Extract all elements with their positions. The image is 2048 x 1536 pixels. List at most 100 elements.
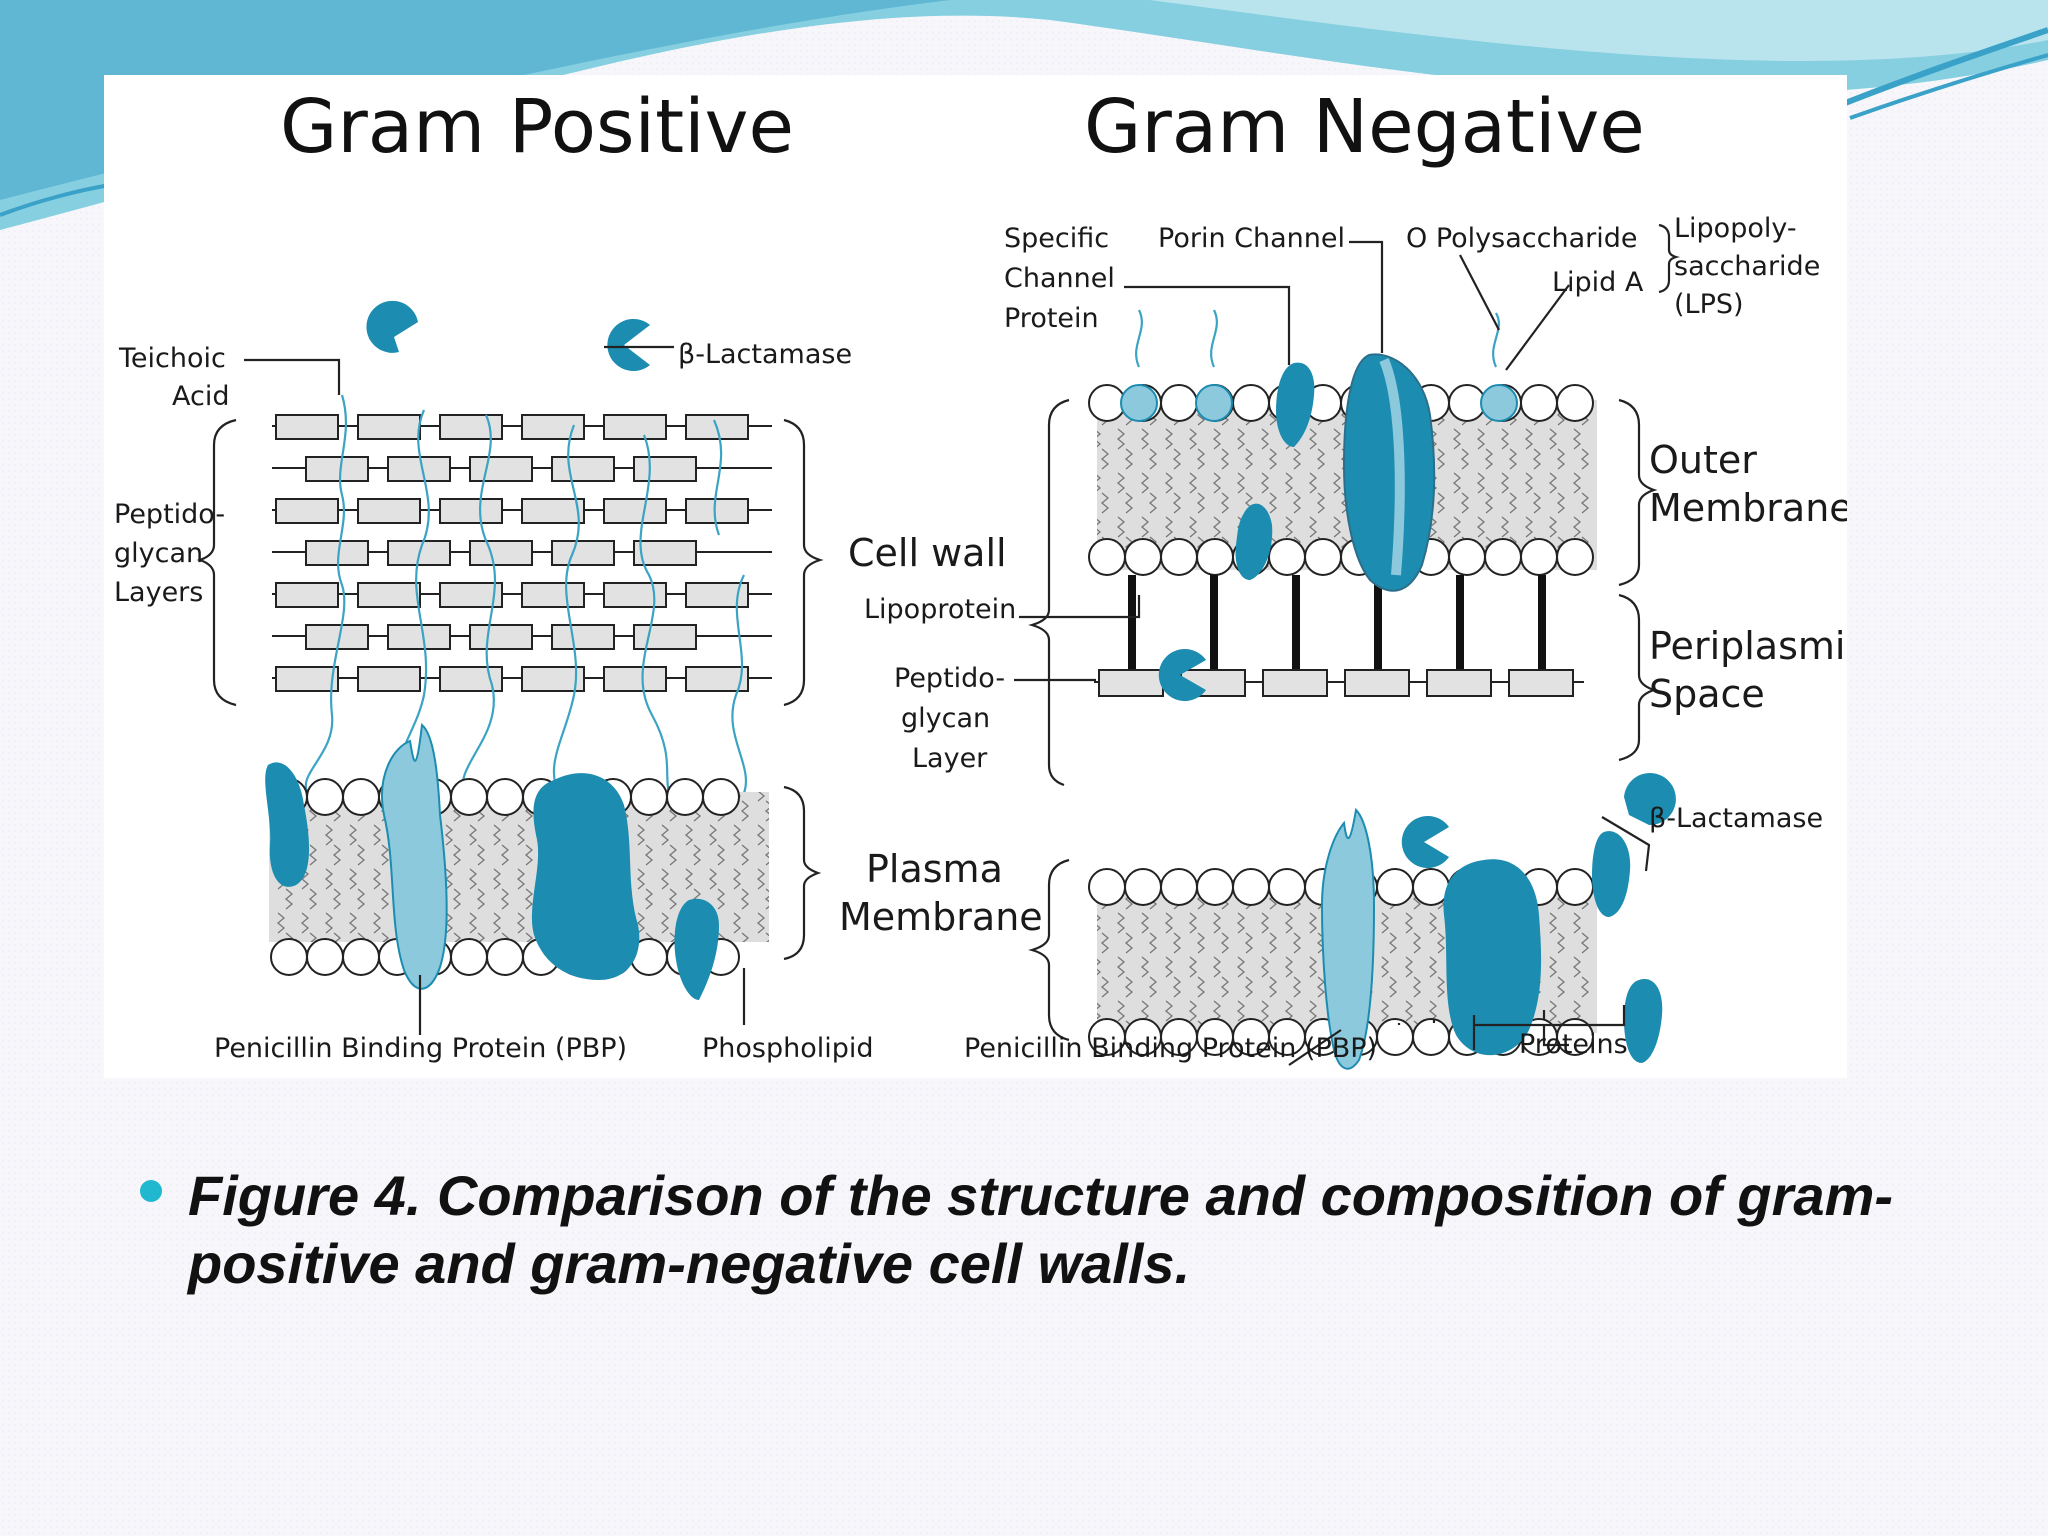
glycan-block (275, 666, 339, 692)
glycan-block (469, 456, 533, 482)
glycan-block (469, 624, 533, 650)
glycan-block (357, 498, 421, 524)
gn-small-membrane-protein (1592, 831, 1631, 917)
outer-membrane-bracket (1618, 398, 1658, 587)
glycan-block (551, 456, 615, 482)
glycan-block (603, 414, 667, 440)
glycan-block (357, 666, 421, 692)
phospholipid-head (306, 778, 344, 816)
glycan-block (387, 456, 451, 482)
glycan-block (439, 582, 503, 608)
glycan-block (521, 498, 585, 524)
glycan-block (305, 456, 369, 482)
plasma-membrane-bracket (783, 785, 822, 961)
gp-large-membrane-protein (531, 773, 640, 980)
phospholipid-head (1160, 384, 1198, 422)
glycan-block (685, 498, 749, 524)
periplasmic-bracket (1618, 593, 1658, 762)
gn-porin-highlight (1379, 358, 1405, 576)
gp-beta-lactamase-1 (366, 300, 418, 353)
glycan-block (439, 498, 503, 524)
lps-label: (LPS) (1674, 289, 1744, 320)
gn-lps-strands (1135, 309, 1500, 368)
glycan-block (1508, 669, 1574, 697)
phospholipid-head (1268, 868, 1306, 906)
gn-large-membrane-protein (1443, 859, 1542, 1056)
glycan-block (387, 624, 451, 650)
phospholipid-label: Phospholipid (702, 1033, 874, 1064)
phospholipid-head (1556, 538, 1594, 576)
gn-periplasm-beta-lactamase (1158, 649, 1676, 869)
glycan-block (685, 414, 749, 440)
cell-wall-label: Cell wall (848, 531, 1007, 575)
gp-peptidoglycan-layers (272, 414, 772, 692)
phospholipid-head (1412, 868, 1450, 906)
lps-head (1120, 384, 1158, 422)
gp-pbp-protein (381, 723, 448, 990)
phospholipid-head (702, 778, 740, 816)
teichoic-label: Teichoic (118, 343, 226, 374)
phospholipid-head (666, 778, 704, 816)
gp-beta-lactamase-label: β-Lactamase (678, 339, 852, 370)
cell-wall-bracket (783, 418, 824, 707)
phospholipid-head (1448, 384, 1486, 422)
glycan-block (551, 624, 615, 650)
caption-text: Figure 4. Comparison of the structure an… (188, 1164, 1894, 1295)
outer-label: Outer (1649, 438, 1757, 482)
protein-label: Protein (1004, 303, 1099, 334)
phospholipid-head (1268, 538, 1306, 576)
gp-small-membrane-protein (674, 898, 719, 1000)
glycan-block (357, 582, 421, 608)
acid-label: Acid (172, 381, 229, 412)
plasma-membrane-label: Membrane (839, 895, 1043, 939)
gn-specific-channel-protein (1276, 362, 1315, 447)
outer-membrane-label: Membrane (1649, 486, 1847, 530)
glycan-block (1262, 669, 1328, 697)
space-label: Space (1649, 672, 1765, 716)
gn-pbp-protein (1320, 807, 1376, 1070)
phospholipid-head (1160, 538, 1198, 576)
gp-peptido-label: Peptido- (114, 499, 225, 530)
phospholipid-head (1124, 538, 1162, 576)
lipopoly-label: Lipopoly- (1674, 213, 1797, 244)
phospholipid-head (270, 938, 308, 976)
glycan-block (275, 414, 339, 440)
bullet-icon (140, 1180, 162, 1202)
gp-membrane-protein-left (265, 762, 310, 887)
phospholipid-head (1556, 384, 1594, 422)
phospholipid-head (1520, 538, 1558, 576)
gp-layers-label: Layers (114, 577, 203, 608)
phospholipid-head (1556, 868, 1594, 906)
phospholipid-head (1376, 1018, 1414, 1056)
glycan-block (521, 582, 585, 608)
lipoprotein-label: Lipoprotein (864, 594, 1016, 625)
gp-peptidoglycan-bracket (196, 418, 237, 707)
gn-outer-membrane (1088, 384, 1597, 576)
phospholipid-head (1232, 384, 1270, 422)
header-wave-decoration (0, 0, 2048, 230)
gram-negative-title: Gram Negative (1084, 84, 1645, 170)
phospholipid-head (486, 938, 524, 976)
plasma-label: Plasma (866, 847, 1003, 891)
phospholipid-head (1088, 538, 1126, 576)
phospholipid-head (450, 778, 488, 816)
phospholipid-head (450, 938, 488, 976)
lps-bracket (1658, 223, 1680, 294)
specific-label: Specific (1004, 223, 1109, 254)
gp-pbp-label: Penicillin Binding Protein (PBP) (214, 1033, 627, 1064)
phospholipid-head (1160, 868, 1198, 906)
gn-porin-channel (1342, 353, 1436, 592)
phospholipid-head (1196, 868, 1234, 906)
phospholipid-head (1088, 868, 1126, 906)
glycan-block (521, 666, 585, 692)
glycan-block (387, 540, 451, 566)
phospholipid-head (630, 778, 668, 816)
gn-beta-lactamase-label: β-Lactamase (1649, 803, 1823, 834)
glycan-block (521, 414, 585, 440)
phospholipid-head (1448, 538, 1486, 576)
channel-label: Channel (1004, 263, 1115, 294)
glycan-block (275, 498, 339, 524)
glycan-block (439, 414, 503, 440)
o-polysaccharide-label: O Polysaccharide (1406, 223, 1637, 254)
phospholipid-head (306, 938, 344, 976)
